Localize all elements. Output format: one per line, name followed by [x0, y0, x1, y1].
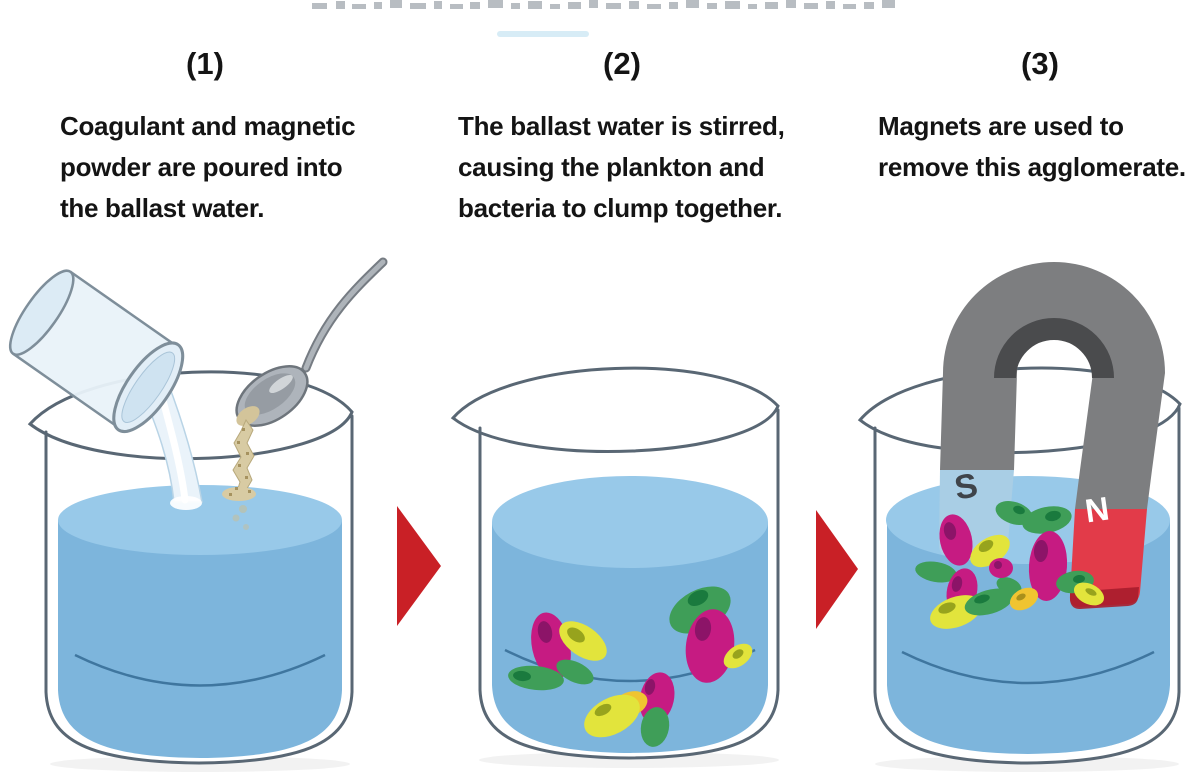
- caption-line: powder are poured into: [60, 152, 343, 182]
- beaker-2-water-body: [492, 522, 768, 753]
- spoon-handle-highlight: [303, 259, 386, 371]
- cell-nucleus: [513, 670, 531, 682]
- cup-liquid-inside: [121, 351, 176, 423]
- horseshoe-magnet: S N: [939, 262, 1165, 609]
- cell-nucleus: [567, 627, 585, 643]
- beaker-2-water-surface: [492, 476, 768, 568]
- beaker-2: [450, 366, 780, 768]
- agglomerate-cluster: [915, 501, 1105, 629]
- step-2-number: (2): [603, 46, 641, 81]
- cell-nucleus: [644, 679, 656, 695]
- cell-nucleus: [951, 576, 963, 592]
- cell-nucleus: [594, 703, 612, 717]
- step-1-number: (1): [186, 46, 224, 81]
- beaker-3-inner-bottom-edge: [901, 650, 1155, 685]
- spoon-handle: [301, 257, 388, 373]
- arrow-step2-to-step3: [816, 510, 858, 629]
- step-2-caption: The ballast water is stirred, causing th…: [458, 106, 785, 229]
- plankton-clump-left: [508, 612, 607, 691]
- cell-body: [640, 707, 670, 747]
- beaker-2-wall-outline: [478, 408, 780, 760]
- magnet-inner-shading: [994, 318, 1114, 379]
- cell-nucleus: [1016, 593, 1026, 601]
- spoon-bowl-gloss: [269, 374, 293, 394]
- powder-sinking-3: [243, 524, 249, 530]
- powder-specks: [229, 428, 251, 496]
- powder-spoon: [235, 257, 388, 427]
- cell-nucleus: [994, 561, 1002, 569]
- beaker-3-wall-outline: [873, 406, 1181, 765]
- cropped-title-remnant: [312, 0, 895, 37]
- caption-line: the ballast water.: [60, 193, 265, 223]
- cell-body: [1009, 587, 1039, 611]
- beaker-3: S N: [857, 262, 1182, 772]
- beaker-2-rim-glass: [453, 368, 778, 452]
- powder-pile: [222, 487, 256, 501]
- beaker-1: [8, 257, 388, 772]
- magnet-body: [940, 262, 1165, 509]
- caption-line: causing the plankton and: [458, 152, 765, 182]
- letter-bottom-marks: [312, 0, 895, 9]
- cell-nucleus: [537, 621, 553, 643]
- caption-line: Magnets are used to: [878, 111, 1124, 141]
- cell-body: [556, 659, 594, 685]
- powder-on-spoon: [236, 406, 260, 426]
- beaker-1-inner-bottom-edge: [74, 653, 326, 687]
- step-3-number: (3): [1021, 46, 1059, 81]
- cell-nucleus: [974, 594, 990, 604]
- cell-nucleus: [687, 589, 709, 607]
- plankton-clump-right: [669, 586, 753, 683]
- beaker-1-water-body: [58, 520, 342, 758]
- cell-body: [964, 588, 1014, 616]
- magnet-north-label: N: [1083, 490, 1112, 530]
- arrow-step1-to-step2: [397, 506, 441, 626]
- powder-sinking-1: [239, 505, 247, 513]
- cell-nucleus: [1013, 505, 1025, 515]
- cell-body: [989, 558, 1013, 578]
- powder-sinking-2: [232, 514, 240, 522]
- cell-nucleus: [732, 649, 744, 659]
- cell-body: [915, 561, 957, 583]
- cell-nucleus: [1033, 540, 1049, 562]
- cell-nucleus: [938, 602, 956, 614]
- plankton-clump-bottom: [584, 672, 675, 747]
- step-1-caption: Coagulant and magnetic powder are poured…: [60, 106, 356, 229]
- beaker-1-water-surface: [58, 485, 342, 555]
- cell-nucleus: [1045, 510, 1061, 522]
- cell-nucleus: [1073, 574, 1085, 584]
- caption-line: remove this agglomerate.: [878, 152, 1186, 182]
- powder-stream: [222, 418, 256, 530]
- stream-splash: [170, 496, 202, 510]
- coagulant-cup: [8, 269, 185, 434]
- cell-body: [584, 694, 640, 738]
- step-3-caption: Magnets are used to remove this agglomer…: [878, 106, 1186, 188]
- cell-nucleus: [978, 539, 994, 553]
- caption-line: Coagulant and magnetic: [60, 111, 356, 141]
- faint-blue-smudge: [497, 31, 589, 37]
- caption-line: bacteria to clump together.: [458, 193, 783, 223]
- beaker-1-wall-outline: [44, 414, 354, 765]
- caption-line: The ballast water is stirred,: [458, 111, 785, 141]
- cell-nucleus: [1085, 588, 1097, 596]
- cell-body: [995, 501, 1033, 525]
- beaker-2-shadow: [479, 752, 779, 768]
- cell-nucleus: [694, 617, 712, 641]
- cell-nucleus: [943, 522, 957, 540]
- beaker-2-rim-outline: [450, 366, 780, 454]
- cup-side-lines: [12, 270, 178, 430]
